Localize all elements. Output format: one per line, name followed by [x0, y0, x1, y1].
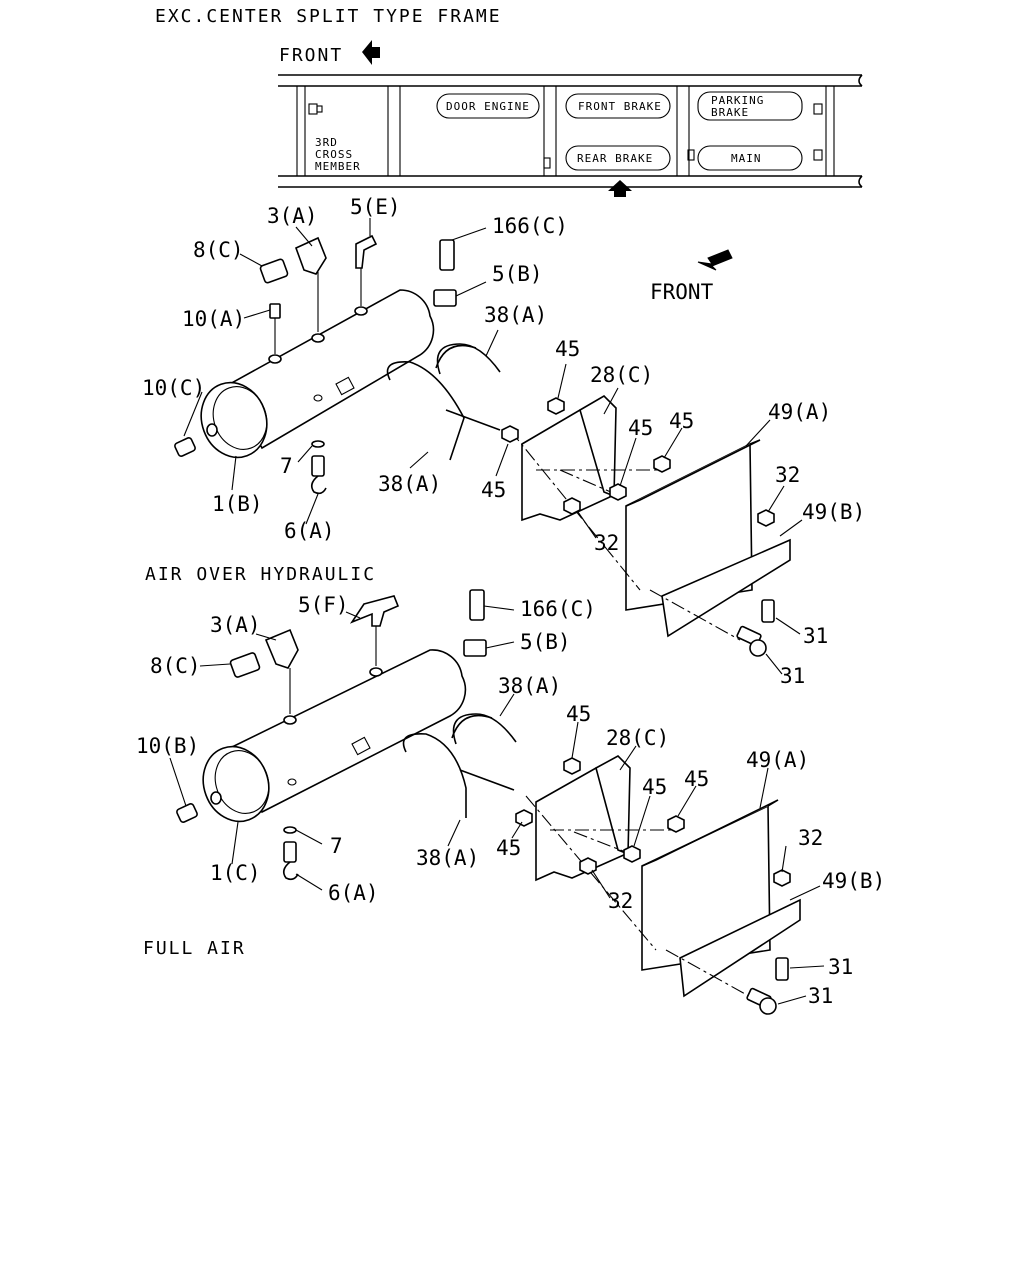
- callout-upper-6a: 6(A): [284, 519, 335, 543]
- callout-lower-10b: 10(B): [136, 734, 199, 758]
- callout-lower-31-b: 31: [808, 984, 833, 1008]
- callout-upper-28c: 28(C): [590, 363, 653, 387]
- callout-lower-45-d: 45: [496, 836, 521, 860]
- callout-upper-45-a: 45: [555, 337, 580, 361]
- callout-lower-45-b: 45: [642, 775, 667, 799]
- callout-upper-38a-top: 38(A): [484, 303, 547, 327]
- frame-third-cross-member-line2: CROSS: [315, 148, 353, 161]
- callout-lower-45-c: 45: [684, 767, 709, 791]
- callout-lower-8c: 8(C): [150, 654, 201, 678]
- callout-lower-166c: 166(C): [520, 597, 596, 621]
- callout-lower-5b: 5(B): [520, 630, 571, 654]
- tank-parking-brake-label-line1: PARKING: [711, 94, 764, 107]
- callout-upper-166c: 166(C): [492, 214, 568, 238]
- callout-upper-31-b: 31: [780, 664, 805, 688]
- tank-front-brake-label: FRONT BRAKE: [578, 100, 662, 113]
- callout-upper-32-b: 32: [594, 531, 619, 555]
- callout-lower-1c: 1(C): [210, 861, 261, 885]
- frame-third-cross-member-line1: 3RD: [315, 136, 338, 149]
- callout-upper-38a-bot: 38(A): [378, 472, 441, 496]
- callout-lower-45-a: 45: [566, 702, 591, 726]
- front-direction-arrow-icon: [697, 249, 733, 271]
- front-direction-label: FRONT: [650, 280, 714, 304]
- callout-lower-32-b: 32: [608, 889, 633, 913]
- upper-assembly-drawing: [174, 218, 803, 675]
- callout-upper-32-a: 32: [775, 463, 800, 487]
- callout-lower-6a: 6(A): [328, 881, 379, 905]
- lower-assembly-drawing: [169, 589, 825, 1015]
- callout-lower-49b: 49(B): [822, 869, 885, 893]
- callout-upper-45-b: 45: [628, 416, 653, 440]
- callout-upper-10a: 10(A): [182, 307, 245, 331]
- frame-pointer-arrow-icon: [608, 180, 632, 197]
- tank-door-engine-label: DOOR ENGINE: [446, 100, 530, 113]
- callout-lower-38a-top: 38(A): [498, 674, 561, 698]
- callout-lower-38a-bot: 38(A): [416, 846, 479, 870]
- frame-front-arrow-icon: [362, 40, 380, 65]
- callout-upper-1b: 1(B): [212, 492, 263, 516]
- header-air-over-hydraulic: AIR OVER HYDRAULIC: [145, 564, 376, 585]
- callout-upper-7: 7: [280, 454, 293, 478]
- callout-upper-31-a: 31: [803, 624, 828, 648]
- callout-lower-7: 7: [330, 834, 343, 858]
- callout-lower-3a: 3(A): [210, 613, 261, 637]
- callout-lower-32-a: 32: [798, 826, 823, 850]
- callout-lower-31-a: 31: [828, 955, 853, 979]
- callout-lower-28c: 28(C): [606, 726, 669, 750]
- tank-main-label: MAIN: [731, 152, 762, 165]
- callout-upper-10c: 10(C): [142, 376, 205, 400]
- callout-lower-49a: 49(A): [746, 748, 809, 772]
- callout-upper-49a: 49(A): [768, 400, 831, 424]
- header-exc-center-split: EXC.CENTER SPLIT TYPE FRAME: [155, 6, 502, 27]
- callout-upper-49b: 49(B): [802, 500, 865, 524]
- callout-lower-5f: 5(F): [298, 593, 349, 617]
- lower-callouts: 3(A) 5(F) 166(C) 8(C) 5(B) 38(A) 10(B) 4…: [136, 593, 885, 1008]
- callout-upper-5b: 5(B): [492, 262, 543, 286]
- callout-upper-8c: 8(C): [193, 238, 244, 262]
- frame-third-cross-member-line3: MEMBER: [315, 160, 361, 173]
- header-full-air: FULL AIR: [143, 938, 246, 959]
- callout-upper-45-c: 45: [669, 409, 694, 433]
- callout-upper-5e: 5(E): [350, 195, 401, 219]
- frame-layout-view: 3RD CROSS MEMBER DOOR ENGINE FRONT BRAKE…: [278, 74, 863, 197]
- callout-upper-3a: 3(A): [267, 204, 318, 228]
- tank-parking-brake-label-line2: BRAKE: [711, 106, 749, 119]
- upper-callouts: 3(A) 5(E) 166(C) 8(C) 5(B) 10(A) 38(A) 4…: [142, 195, 865, 688]
- tank-rear-brake-label: REAR BRAKE: [577, 152, 653, 165]
- frame-front-label: FRONT: [279, 45, 343, 66]
- callout-upper-45-d: 45: [481, 478, 506, 502]
